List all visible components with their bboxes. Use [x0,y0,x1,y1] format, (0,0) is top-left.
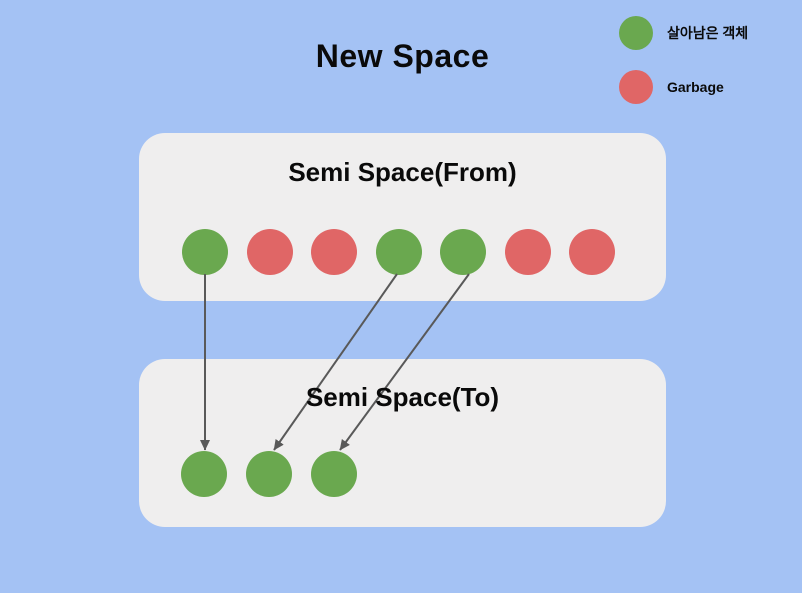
survivor-object-circle [375,229,422,275]
legend: 살아남은 객체 Garbage [619,16,748,124]
garbage-object-circle [246,229,293,275]
survivor-object-circle [182,229,228,275]
legend-item-garbage: Garbage [619,70,748,104]
survivor-object-circle [311,451,357,497]
garbage-object-circle [504,229,551,275]
legend-label-survivor: 살아남은 객체 [667,25,749,41]
survivor-object-circle [181,451,227,497]
legend-item-survivor: 살아남은 객체 [619,16,748,50]
page-title: New Space [315,38,490,74]
from-space-objects [182,229,615,275]
to-space-objects [181,451,357,497]
garbage-object-circle [311,229,357,275]
garbage-object-icon [619,70,653,104]
survivor-object-icon [619,16,653,50]
legend-label-garbage: Garbage [667,79,724,95]
garbage-object-circle [569,229,615,275]
semi-space-from-title: Semi Space(From) [288,157,517,187]
semi-space-to-title: Semi Space(To) [305,382,500,412]
survivor-object-circle [440,229,486,275]
survivor-object-circle [246,451,292,497]
